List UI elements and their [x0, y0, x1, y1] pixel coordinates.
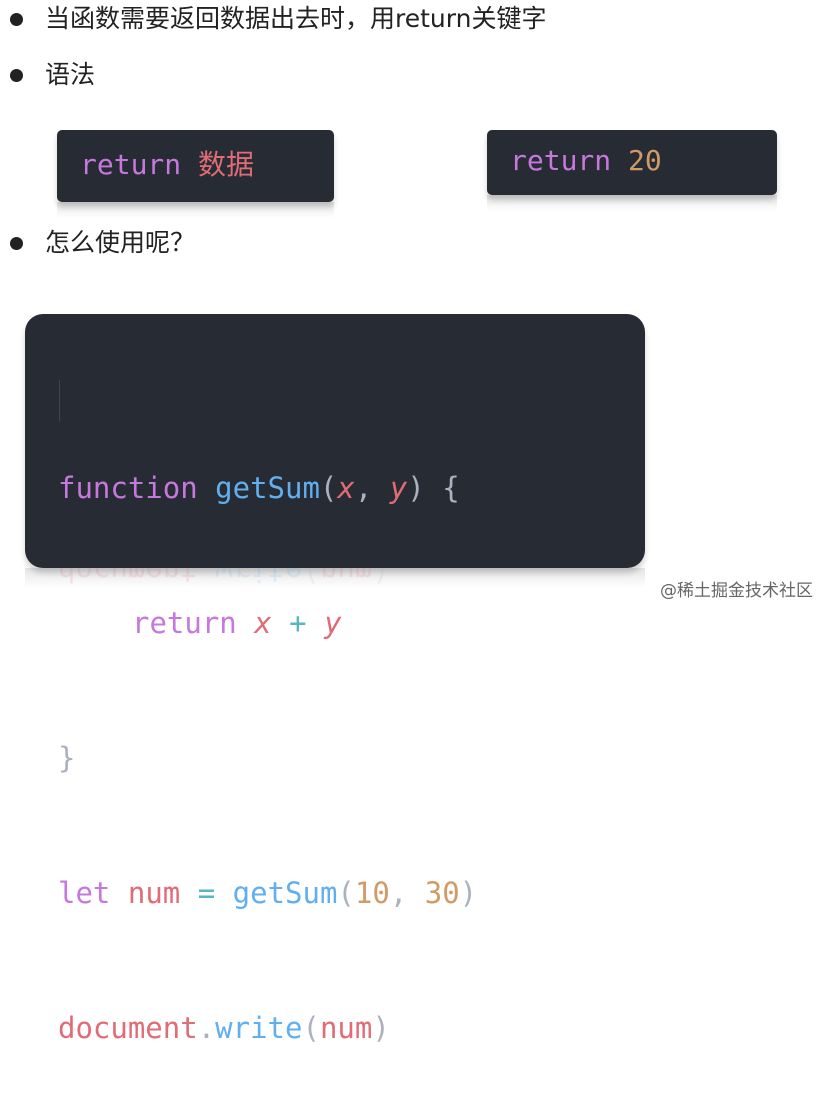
- indent-guide: [59, 380, 60, 422]
- code-value: 20: [628, 144, 662, 177]
- bullet-item-how-to-use: 怎么使用呢？: [10, 226, 195, 260]
- code-punct: {: [442, 471, 460, 505]
- code-function-name: write: [215, 1011, 303, 1045]
- code-function-name: getSum: [215, 471, 320, 505]
- code-param: y: [389, 471, 408, 505]
- code-line-4: let num = getSum(10, 30): [58, 871, 645, 916]
- bullet-dot-icon: [10, 68, 23, 82]
- code-punct: ,: [354, 471, 373, 505]
- syntax-example-reflection: [487, 195, 777, 211]
- code-keyword: return: [80, 148, 182, 181]
- bullet-item-syntax: 语法: [10, 58, 95, 92]
- code-punct: }: [58, 741, 76, 775]
- code-line-3: }: [58, 736, 645, 781]
- code-number: 30: [424, 876, 460, 910]
- reflection-shadow: [487, 195, 777, 211]
- code-variable: document: [58, 1011, 198, 1045]
- code-punct: ): [372, 1011, 390, 1045]
- code-operator: =: [197, 876, 216, 910]
- code-param: y: [324, 606, 342, 640]
- syntax-example-reflection: [57, 202, 334, 218]
- bullet-text: 怎么使用呢？: [45, 228, 196, 257]
- code-punct: (: [319, 471, 338, 505]
- syntax-example-return-number: return 20: [487, 130, 777, 195]
- code-param: x: [337, 471, 355, 505]
- code-punct: ): [407, 471, 425, 505]
- code-line-5: document.write(num): [58, 1006, 645, 1051]
- code-variable: num: [127, 876, 181, 910]
- code-keyword: function: [58, 471, 198, 505]
- reflection-shadow: [57, 202, 334, 218]
- syntax-example-return-data: return 数据: [57, 130, 334, 202]
- bullet-text: 语法: [45, 60, 96, 89]
- code-param: x: [254, 606, 272, 640]
- code-keyword: return: [132, 606, 237, 640]
- code-value: 数据: [198, 148, 255, 181]
- code-punct: .: [197, 1011, 216, 1045]
- watermark: @稀土掘金技术社区: [660, 581, 813, 601]
- code-line-2: return x + y: [58, 601, 645, 646]
- code-punct: (: [302, 1011, 320, 1045]
- bullet-dot-icon: [10, 12, 23, 26]
- code-keyword: return: [510, 144, 612, 177]
- code-punct: ,: [389, 876, 408, 910]
- code-punct: ): [459, 876, 478, 910]
- code-operator: +: [289, 606, 307, 640]
- bullet-text: 当函数需要返回数据出去时，用return关键字: [45, 4, 547, 33]
- code-function-name: getSum: [232, 876, 338, 910]
- code-keyword: let: [58, 876, 111, 910]
- code-example-block: function getSum(x, y) { return x + y } l…: [25, 314, 645, 1045]
- code-line-1: function getSum(x, y) {: [58, 466, 645, 511]
- code-punct: (: [337, 876, 355, 910]
- bullet-item-return-intro: 当函数需要返回数据出去时，用return关键字: [10, 2, 546, 36]
- code-variable: num: [319, 1011, 373, 1045]
- code-number: 10: [354, 876, 390, 910]
- bullet-dot-icon: [10, 236, 23, 250]
